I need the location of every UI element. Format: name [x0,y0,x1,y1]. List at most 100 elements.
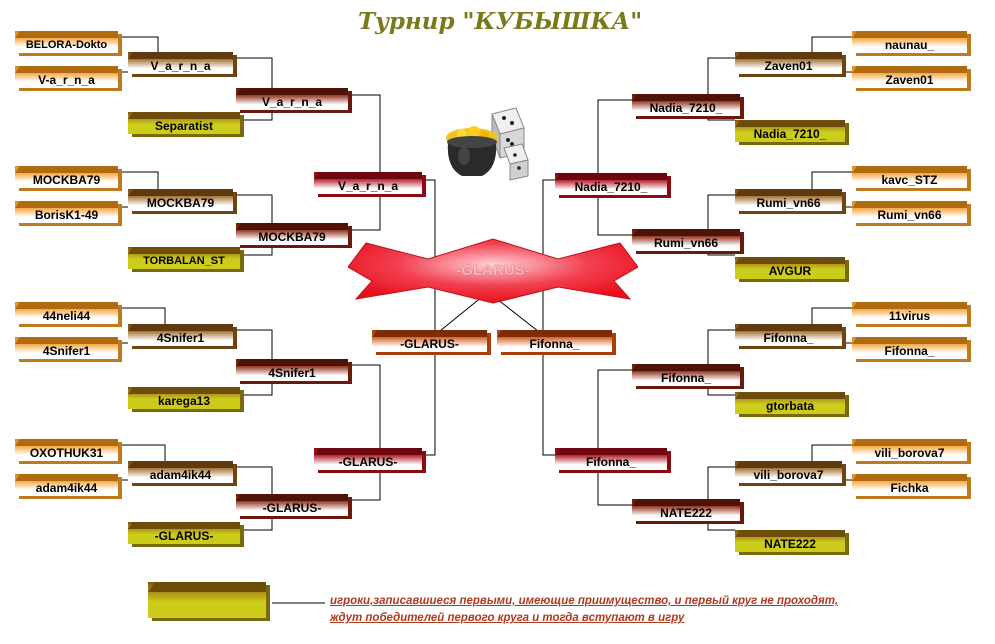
player-box-right-r1-1: naunau_ [852,31,967,53]
page-title: Турнир "КУБЫШКА" [358,8,643,35]
player-name: BELORA-Dokto [25,38,108,51]
player-box-left-r1-8: adam4ik44 [15,474,118,496]
player-name: 44neli44 [42,308,91,323]
player-name: Rumi_vn66 [877,207,942,222]
player-name: V_a_r_n_a [337,178,399,193]
player-box-right-r1-3: kavc_STZ [852,166,967,188]
player-name: adam4ik44 [149,467,212,482]
semi-box-right: Fifonna_ [497,330,612,352]
player-name: kavc_STZ [881,172,938,187]
seed-box-right-3: gtorbata [735,392,845,414]
seed-box-left-1: Separatist [128,112,240,134]
player-box-left-r4-1: V_a_r_n_a [314,172,422,194]
player-box-left-r2-1: V_a_r_n_a [128,52,233,74]
champion-name: -GLARUS- [456,262,530,279]
player-name: Fifonna_ [884,343,935,358]
legend-text: игроки,записавшиеся первыми, имеющие при… [330,593,970,627]
player-box-right-r2-2: Rumi_vn66 [735,189,842,211]
player-box-left-r1-2: V-a_r_n_a [15,66,118,88]
seed-box-right-2: AVGUR [735,257,845,279]
player-name: OXOTHUK31 [29,445,104,460]
player-name: adam4ik44 [35,480,98,495]
player-name: Fichka [890,480,929,495]
player-box-left-r4-2: -GLARUS- [314,448,422,470]
player-name: Zaven01 [885,72,934,87]
player-box-right-r3-1: Nadia_7210_ [632,94,740,116]
player-name: Fifonna_ [586,454,636,469]
player-name: 11virus [888,308,931,323]
player-box-left-r1-4: BorisK1-49 [15,201,118,223]
player-box-right-r2-1: Zaven01 [735,52,842,74]
player-name: Nadia_7210_ [753,126,827,141]
player-name: V-a_r_n_a [38,72,95,87]
player-name: 4Snifer1 [42,343,91,358]
player-name: Zaven01 [764,58,813,73]
player-name: Fifonna_ [661,370,711,385]
player-name: BorisK1-49 [34,207,99,222]
legend-line-2: ждут победителей первого круга и тогда в… [330,612,685,624]
player-name: Rumi_vn66 [653,235,719,250]
player-box-left-r1-3: MOCKBA79 [15,166,118,188]
player-box-right-r1-5: 11virus [852,302,967,324]
seed-box-right-4: NATE222 [735,530,845,552]
seed-box-left-4: -GLARUS- [128,522,240,544]
player-box-right-r2-3: Fifonna_ [735,324,842,346]
player-box-right-r2-4: vili_borova7 [735,461,842,483]
player-name: -GLARUS- [338,454,398,469]
player-name: 4Snifer1 [156,330,205,345]
player-name: MOCKBA79 [258,229,326,244]
player-box-left-r1-5: 44neli44 [15,302,118,324]
player-name: AVGUR [768,263,812,278]
player-name: naunau_ [884,37,935,52]
player-box-left-r2-2: MOCKBA79 [128,189,233,211]
seed-box-right-1: Nadia_7210_ [735,120,845,142]
seed-box-left-2: TORBALAN_ST [128,247,240,269]
player-name: -GLARUS- [262,500,322,515]
seed-box-left-3: karega13 [128,387,240,409]
player-box-left-r3-4: -GLARUS- [236,494,348,516]
player-name: MOCKBA79 [146,195,215,210]
legend-line-1: игроки,записавшиеся первыми, имеющие при… [330,595,839,607]
player-box-right-r3-3: Fifonna_ [632,364,740,386]
player-name: gtorbata [766,398,814,413]
player-box-right-r1-4: Rumi_vn66 [852,201,967,223]
player-box-right-r3-4: NATE222 [632,499,740,521]
player-name: Nadia_7210_ [649,100,723,115]
player-name: -GLARUS- [400,336,459,351]
player-box-right-r1-2: Zaven01 [852,66,967,88]
player-name: Fifonna_ [763,330,814,345]
player-box-left-r2-3: 4Snifer1 [128,324,233,346]
player-name: NATE222 [764,536,816,551]
legend-swatch [148,582,266,618]
player-box-left-r2-4: adam4ik44 [128,461,233,483]
player-name: vili_borova7 [874,445,945,460]
player-name: karega13 [157,393,211,408]
player-name: MOCKBA79 [32,172,101,187]
player-box-left-r3-2: MOCKBA79 [236,223,348,245]
player-name: vili_borova7 [753,467,824,482]
champion-banner [348,238,638,304]
pot-dice-icon [446,107,529,181]
player-box-right-r1-8: Fichka [852,474,967,496]
player-name: NATE222 [660,505,712,520]
player-name: V_a_r_n_a [261,94,323,109]
player-box-left-r3-1: V_a_r_n_a [236,88,348,110]
player-box-right-r4-1: Nadia_7210_ [555,173,667,195]
player-box-right-r4-2: Fifonna_ [555,448,667,470]
player-name: 4Snifer1 [268,365,316,380]
player-name: Nadia_7210_ [574,179,648,194]
player-box-right-r3-2: Rumi_vn66 [632,229,740,251]
player-name: TORBALAN_ST [143,254,225,267]
player-box-right-r1-7: vili_borova7 [852,439,967,461]
player-name: -GLARUS- [154,528,214,543]
player-box-left-r1-1: BELORA-Dokto [15,31,118,53]
player-name: Rumi_vn66 [756,195,821,210]
player-box-left-r3-3: 4Snifer1 [236,359,348,381]
player-name: Separatist [154,118,214,133]
player-box-left-r1-6: 4Snifer1 [15,337,118,359]
player-name: Fifonna_ [529,336,580,351]
player-box-right-r1-6: Fifonna_ [852,337,967,359]
player-name: V_a_r_n_a [150,58,211,73]
semi-box-left: -GLARUS- [372,330,487,352]
